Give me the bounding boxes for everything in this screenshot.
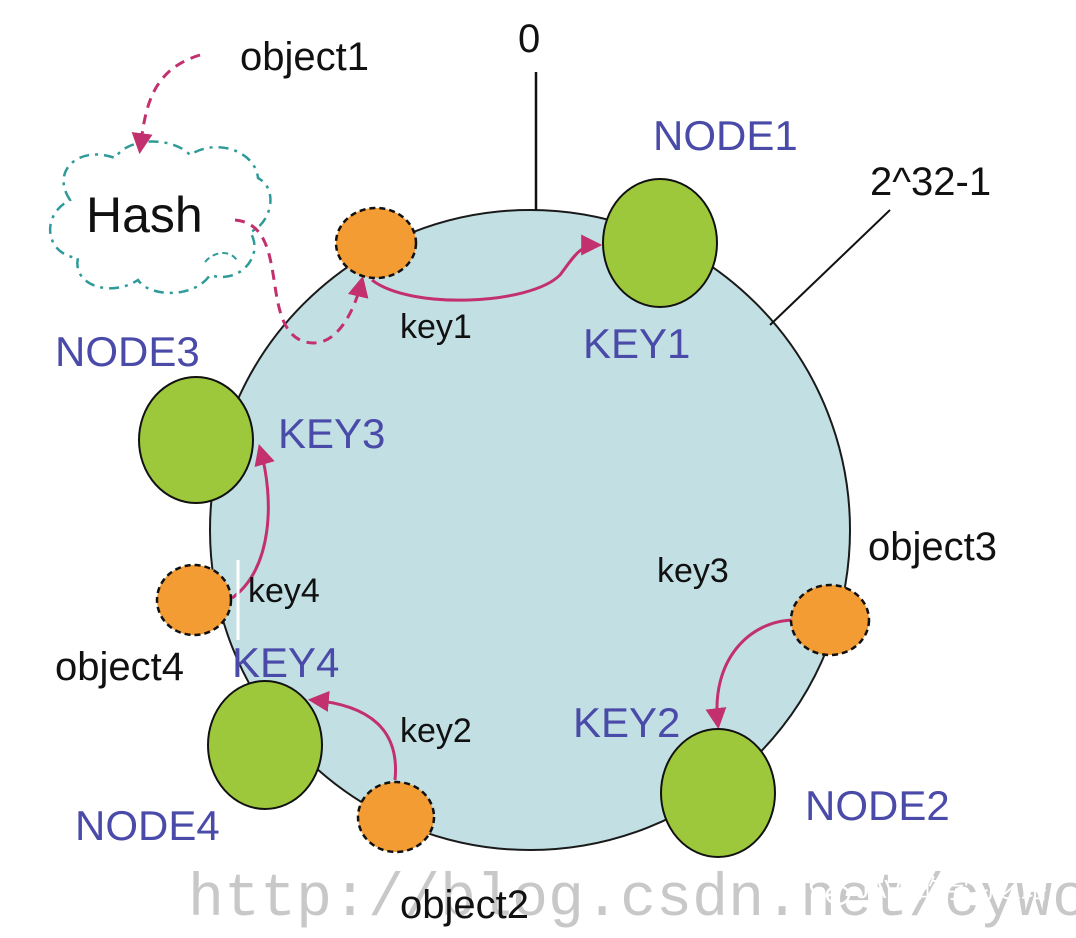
hash-label: Hash <box>86 187 203 243</box>
arrow-key3-to-node2 <box>705 618 796 730</box>
object4-label: object4 <box>55 645 184 689</box>
NODE1-label: NODE1 <box>653 112 798 159</box>
object3-circle <box>789 583 871 657</box>
object4-circle <box>155 563 233 637</box>
key2-label: key2 <box>400 712 472 750</box>
object1-circle <box>334 206 418 280</box>
wechat-icon <box>809 872 851 906</box>
watermark-url: http://blog.csdn.net/cywosp <box>188 866 1076 934</box>
NODE4-label: NODE4 <box>75 802 220 849</box>
key4-label: key4 <box>248 572 320 610</box>
KEY4-label: KEY4 <box>232 639 339 686</box>
arrow-hash-to-key1 <box>234 218 369 345</box>
arrow-object1-to-hash <box>131 53 201 155</box>
NODE3-label: NODE3 <box>55 328 200 375</box>
NODE2-label: NODE2 <box>805 782 950 829</box>
node1-circle <box>602 178 718 308</box>
arrow-key1-to-node1 <box>371 234 603 302</box>
object2-label: object2 <box>400 883 529 927</box>
hash-ring <box>209 209 851 851</box>
node4-circle <box>207 680 323 810</box>
node2-circle <box>660 728 776 858</box>
KEY2-label: KEY2 <box>573 699 680 746</box>
arrow-key2-to-node4 <box>307 690 398 781</box>
max-label: 2^32-1 <box>870 160 991 204</box>
zero-label: 0 <box>518 17 540 61</box>
node3-circle <box>138 376 254 504</box>
max-pointer-line <box>769 209 891 326</box>
object1-label: object1 <box>240 35 369 79</box>
account-name: JAVA的学习之路 <box>856 874 1047 904</box>
arrow-key4-to-node3 <box>231 443 275 600</box>
KEY3-label: KEY3 <box>278 410 385 457</box>
object3-label: object3 <box>868 525 997 569</box>
account-watermark: JAVA的学习之路 <box>809 872 1047 906</box>
object2-circle <box>356 780 436 854</box>
KEY1-label: KEY1 <box>583 320 690 367</box>
hash-cloud-inner <box>204 252 239 263</box>
key3-label: key3 <box>657 552 729 590</box>
key1-label: key1 <box>400 308 472 346</box>
